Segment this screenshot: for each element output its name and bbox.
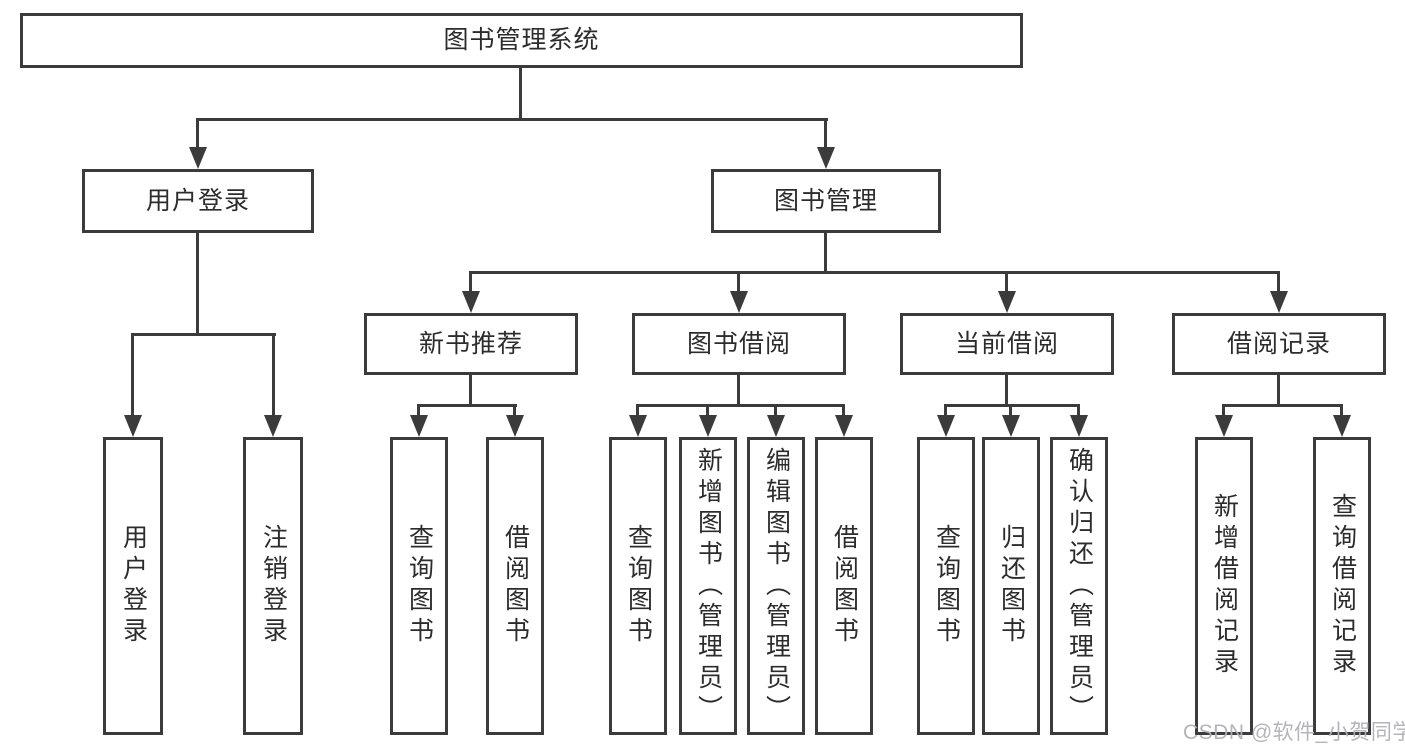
node-current-borrow: 当前借阅 [900,313,1114,375]
connector-drop-current-borrow [1005,271,1008,292]
connector-drop-leaf [944,404,947,416]
leaf-query-books-recommend-label: 查询图书 [405,524,434,648]
connector-drop-leaf [706,404,709,416]
connector-drop-leaf [417,404,420,416]
arrow-down-icon [730,291,748,313]
node-new-book-recommend-label: 新书推荐 [418,329,523,358]
arrow-down-icon [506,415,524,437]
connector-new-book-distributor [417,404,517,407]
node-borrow-record: 借阅记录 [1172,313,1386,375]
connector-drop-leaf [842,404,845,416]
leaf-add-borrow-record: 新增借阅记录 [1195,437,1253,735]
connector-drop-leaf [513,404,516,416]
connector-level1-distributor [196,118,828,121]
connector-user-login-stem [196,231,199,335]
arrow-down-icon [124,415,142,437]
connector-drop-leaf [636,404,639,416]
connector-current-borrow-stem [1005,373,1008,407]
leaf-user-login-label: 用户登录 [119,524,148,648]
node-user-login: 用户登录 [82,169,314,233]
arrow-down-icon [937,415,955,437]
arrow-down-icon [767,415,785,437]
connector-book-management-stem [824,231,827,274]
leaf-add-books-admin-label: 新增图书（管理员） [694,446,723,726]
leaf-user-login: 用户登录 [103,437,163,735]
leaf-borrow-books: 借阅图书 [815,437,873,735]
arrow-down-icon [189,147,207,169]
leaf-borrow-books-recommend: 借阅图书 [486,437,544,735]
node-current-borrow-label: 当前借阅 [954,329,1059,358]
arrow-down-icon [629,415,647,437]
connector-drop-leaf [272,333,275,415]
arrow-down-icon [1070,415,1088,437]
connector-drop-leaf [1077,404,1080,416]
leaf-query-books-current: 查询图书 [917,437,975,735]
connector-borrow-record-stem [1277,373,1280,407]
arrow-down-icon [1333,415,1351,437]
arrow-down-icon [998,291,1016,313]
connector-drop-leaf [774,404,777,416]
arrow-down-icon [1270,291,1288,313]
leaf-edit-books-admin-label: 编辑图书（管理员） [762,446,791,726]
connector-root-stem [519,68,522,121]
arrow-down-icon [699,415,717,437]
connector-new-book-stem [469,373,472,407]
node-new-book-recommend: 新书推荐 [364,313,578,375]
leaf-query-books-current-label: 查询图书 [932,524,961,648]
arrow-down-icon [835,415,853,437]
leaf-query-borrow-record: 查询借阅记录 [1313,437,1371,735]
connector-drop-leaf [1222,404,1225,416]
connector-user-login-distributor [131,333,276,336]
leaf-borrow-books-label: 借阅图书 [830,524,859,648]
connector-drop-leaf [131,333,134,415]
leaf-confirm-return-admin: 确认归还（管理员） [1050,437,1108,735]
connector-drop-leaf [1340,404,1343,416]
leaf-return-books-label: 归还图书 [997,524,1026,648]
leaf-confirm-return-admin-label: 确认归还（管理员） [1065,446,1094,726]
connector-book-borrow-stem [737,373,740,407]
leaf-logout: 注销登录 [243,437,303,735]
connector-drop-book-borrow [737,271,740,292]
csdn-watermark: CSDN @软件_小贺同学 [1183,721,1405,744]
leaf-add-borrow-record-label: 新增借阅记录 [1210,493,1239,679]
connector-drop-user-login [196,118,199,149]
arrow-down-icon [1215,415,1233,437]
node-book-management-label: 图书管理 [773,186,878,215]
leaf-query-books-recommend: 查询图书 [390,437,448,735]
node-book-management: 图书管理 [711,169,941,233]
leaf-query-books-borrow: 查询图书 [609,437,667,735]
node-book-borrow: 图书借阅 [632,313,846,375]
node-user-login-label: 用户登录 [145,186,250,215]
leaf-return-books: 归还图书 [982,437,1040,735]
connector-current-borrow-distributor [944,404,1080,407]
leaf-edit-books-admin: 编辑图书（管理员） [747,437,805,735]
arrow-down-icon [817,147,835,169]
leaf-add-books-admin: 新增图书（管理员） [679,437,737,735]
connector-book-borrow-distributor [636,404,845,407]
connector-drop-new-book [469,271,472,292]
leaf-logout-label: 注销登录 [259,524,288,648]
arrow-down-icon [462,291,480,313]
connector-drop-leaf [1009,404,1012,416]
node-library-system-label: 图书管理系统 [443,26,600,54]
arrow-down-icon [264,415,282,437]
leaf-query-books-borrow-label: 查询图书 [624,524,653,648]
node-book-borrow-label: 图书借阅 [686,329,791,358]
connector-drop-book-management [824,118,827,149]
leaf-query-borrow-record-label: 查询借阅记录 [1328,493,1357,679]
arrow-down-icon [1002,415,1020,437]
connector-borrow-record-distributor [1222,404,1343,407]
arrow-down-icon [410,415,428,437]
connector-level3-distributor [469,271,1280,274]
node-library-system: 图书管理系统 [20,13,1023,68]
connector-drop-borrow-record [1277,271,1280,292]
node-borrow-record-label: 借阅记录 [1226,329,1331,358]
leaf-borrow-books-recommend-label: 借阅图书 [501,524,530,648]
